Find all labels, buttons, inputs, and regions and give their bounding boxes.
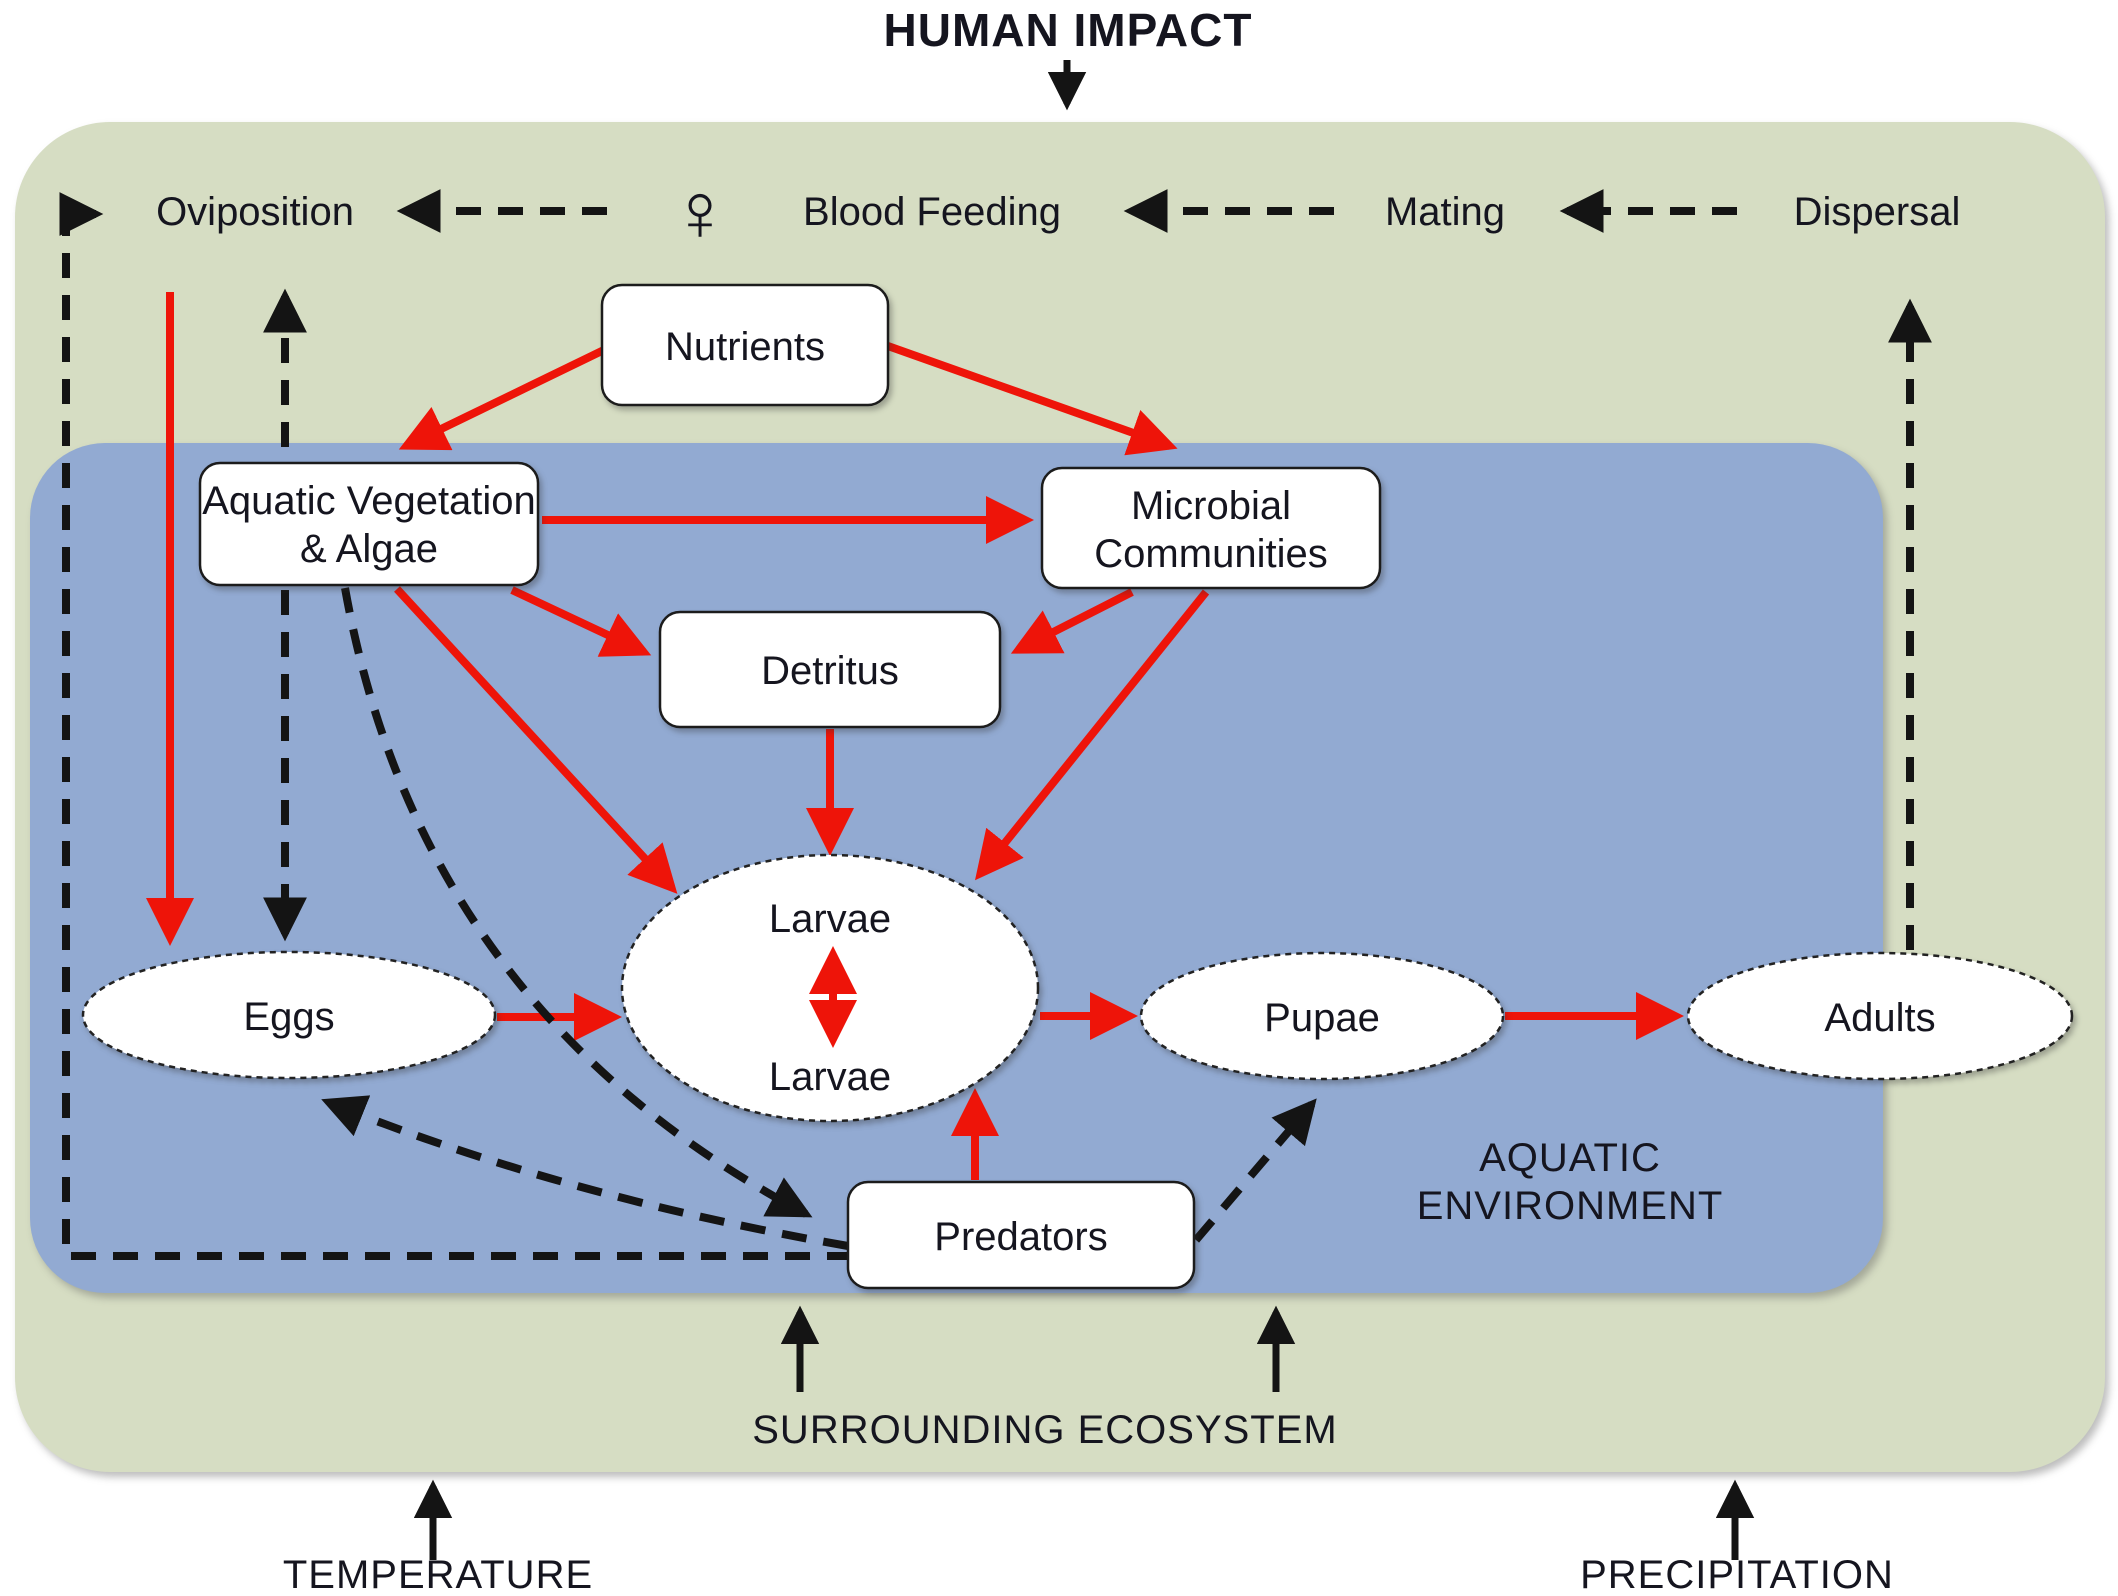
label-aquatic-vegetation-2: & Algae <box>300 527 438 571</box>
label-mating: Mating <box>1385 190 1505 234</box>
label-surrounding-ecosystem: SURROUNDING ECOSYSTEM <box>752 1408 1338 1452</box>
node-adults <box>1686 951 2074 1081</box>
edge-vegetation-to-detritus <box>510 586 652 657</box>
edge-microbial-to-larvae <box>974 589 1210 881</box>
label-pupae: Pupae <box>1264 996 1380 1040</box>
label-blood-feeding: Blood Feeding <box>803 190 1061 234</box>
label-larvae-top: Larvae <box>769 897 891 941</box>
aquatic-environment-region <box>30 443 1883 1293</box>
title-human-impact: HUMAN IMPACT <box>884 4 1253 56</box>
label-eggs: Eggs <box>243 995 334 1039</box>
node-detritus <box>658 610 1002 729</box>
label-predators: Predators <box>934 1215 1107 1259</box>
label-aquatic-vegetation-1: Aquatic Vegetation <box>202 479 536 523</box>
label-microbial-1: Microbial <box>1131 484 1291 528</box>
label-microbial-2: Communities <box>1094 532 1327 576</box>
label-aquatic-2: ENVIRONMENT <box>1417 1184 1724 1228</box>
edge-vegetation-to-larvae <box>394 586 678 894</box>
label-temperature: TEMPERATURE <box>283 1553 593 1596</box>
edge-predators-to-pupae <box>1192 1098 1317 1243</box>
node-pupae <box>1139 951 1505 1081</box>
node-predators <box>846 1180 1196 1290</box>
node-nutrients <box>600 283 890 407</box>
label-oviposition: Oviposition <box>156 190 354 234</box>
label-precipitation: PRECIPITATION <box>1580 1553 1894 1596</box>
edge-vegetation-to-predators <box>341 587 813 1218</box>
edge-nutrients-to-microbial <box>883 341 1178 456</box>
node-microbial-communities <box>1040 466 1382 590</box>
label-detritus: Detritus <box>761 649 899 693</box>
label-nutrients: Nutrients <box>665 325 825 369</box>
node-aquatic-vegetation <box>198 461 540 587</box>
edge-nutrients-to-vegetation <box>398 344 610 451</box>
edge-predators-to-oviposition <box>59 192 852 1260</box>
female-symbol-icon: ♀ <box>669 167 731 258</box>
label-dispersal: Dispersal <box>1794 190 1961 234</box>
label-larvae-bottom: Larvae <box>769 1055 891 1099</box>
label-aquatic-1: AQUATIC <box>1479 1136 1661 1180</box>
edge-microbial-to-detritus <box>1010 588 1134 654</box>
label-adults: Adults <box>1824 996 1935 1040</box>
node-eggs <box>81 950 497 1080</box>
edge-predators-to-eggs <box>321 1095 849 1250</box>
